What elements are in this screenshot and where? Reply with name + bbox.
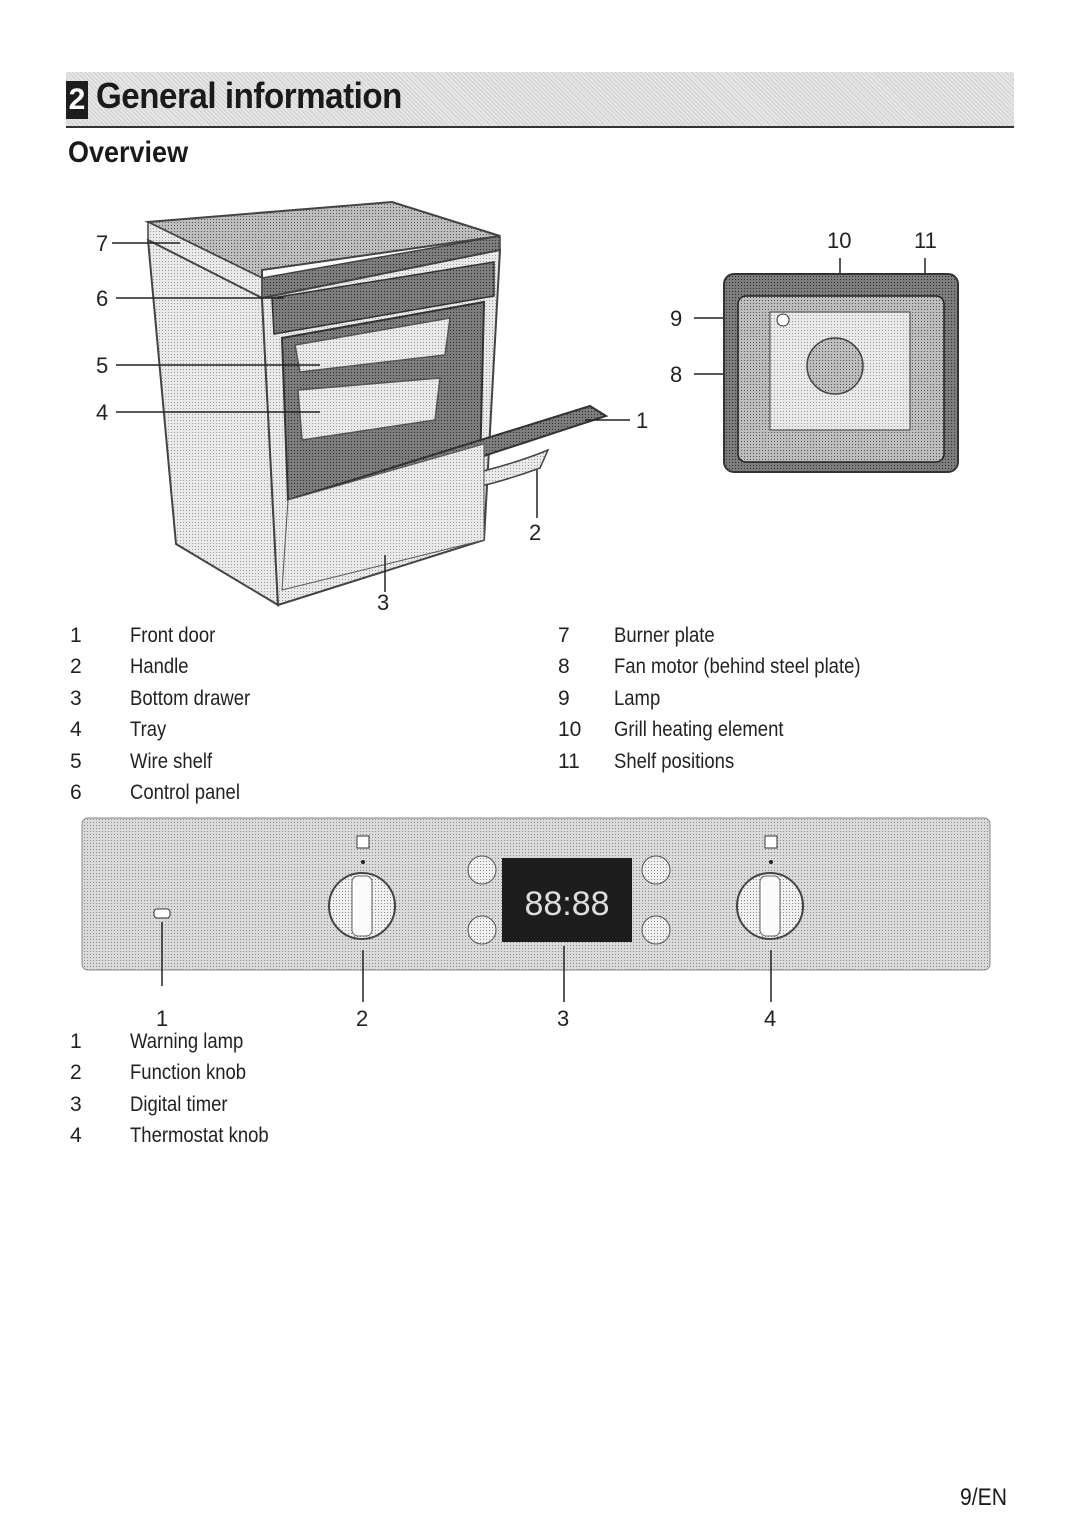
page-number: 9/EN	[960, 1484, 1007, 1511]
oven-illustration: 7 6 5 4 1 2 3 9 8 10 11	[96, 200, 959, 615]
callout-8: 8	[670, 362, 682, 387]
section-number: 2	[66, 81, 88, 119]
callout-4: 4	[96, 400, 108, 425]
callout-3: 3	[377, 590, 389, 615]
section-header: 2 General information	[66, 72, 1014, 128]
callout-7: 7	[96, 231, 108, 256]
thermostat-knob[interactable]	[736, 835, 804, 940]
panel-callout-lines	[161, 922, 772, 1002]
callout-6: 6	[96, 286, 108, 311]
timer-buttons-left[interactable]	[467, 855, 497, 945]
oven-interior-view	[723, 273, 959, 473]
panel-callout-1: 1	[156, 1006, 168, 1030]
callout-5: 5	[96, 353, 108, 378]
overview-heading: Overview	[68, 136, 189, 169]
callout-9: 9	[670, 306, 682, 331]
digital-timer: 88:88	[502, 858, 632, 942]
function-knob[interactable]	[328, 835, 396, 940]
timer-buttons-right[interactable]	[641, 855, 671, 945]
section-title: General information	[96, 75, 402, 116]
callout-1: 1	[636, 408, 648, 433]
control-panel-illustration: 88:88 1 2 3 4	[81, 817, 991, 1030]
panel-callout-2: 2	[356, 1006, 368, 1030]
panel-callout-4: 4	[764, 1006, 776, 1030]
callout-10: 10	[827, 228, 851, 253]
timer-display: 88:88	[524, 885, 609, 923]
callout-11: 11	[914, 228, 937, 253]
panel-callout-3: 3	[557, 1006, 569, 1030]
warning-lamp	[153, 908, 171, 919]
cooker-body	[144, 200, 609, 607]
callout-2: 2	[529, 520, 541, 545]
